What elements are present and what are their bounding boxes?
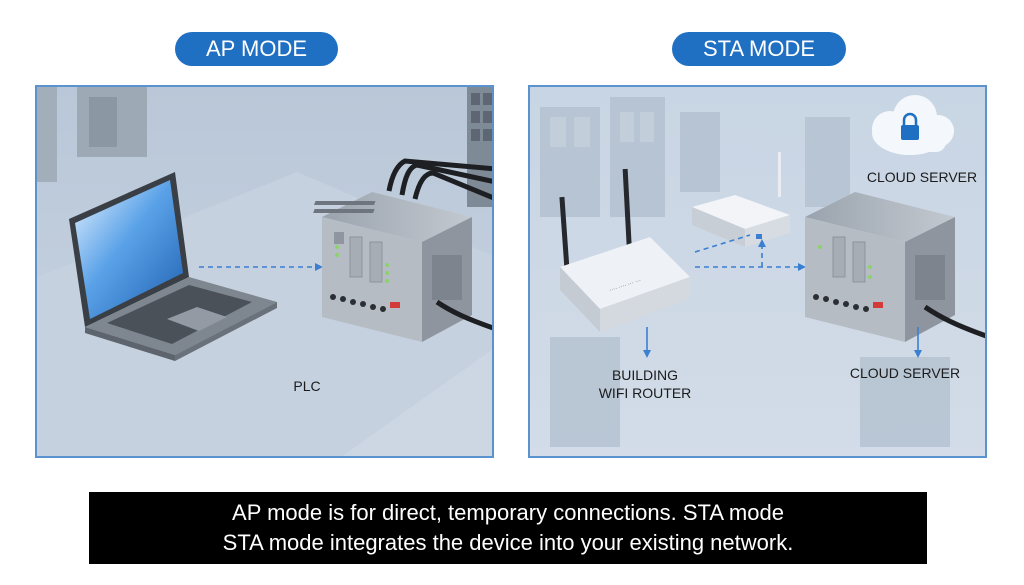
access-point-icon — [692, 152, 790, 247]
building-router-label-line2: WIFI ROUTER — [598, 385, 692, 401]
ap-mode-panel: PLC — [35, 85, 494, 458]
sta-mode-title: STA MODE — [672, 32, 846, 66]
label-pointer-arrows — [646, 327, 919, 352]
ap-mode-scene — [37, 87, 492, 456]
sta-mode-panel: ···· ···· ··· ··· — [528, 85, 987, 458]
wifi-router-icon: ···· ···· ··· ··· — [559, 168, 690, 332]
ap-connection-arrow — [199, 263, 323, 271]
laptop-icon — [69, 172, 277, 361]
cloud-lock-icon — [872, 95, 954, 155]
cloud-server-label-top: CLOUD SERVER — [866, 169, 978, 185]
plc-device-icon — [313, 158, 492, 342]
cloud-server-label-bottom: CLOUD SERVER — [849, 365, 961, 381]
plc-label: PLC — [293, 378, 321, 394]
background-buildings — [540, 97, 950, 447]
building-router-label-line1: BUILDING — [611, 367, 679, 383]
caption-line-2: STA mode integrates the device into your… — [222, 530, 794, 555]
caption-line-1: AP mode is for direct, temporary connect… — [232, 500, 784, 525]
subtitle-caption: AP mode is for direct, temporary connect… — [89, 492, 927, 564]
sta-connection-arrows — [694, 234, 800, 268]
plc-device-icon — [805, 192, 985, 342]
sta-mode-scene: ···· ···· ··· ··· — [530, 87, 985, 456]
ap-mode-title: AP MODE — [175, 32, 338, 66]
